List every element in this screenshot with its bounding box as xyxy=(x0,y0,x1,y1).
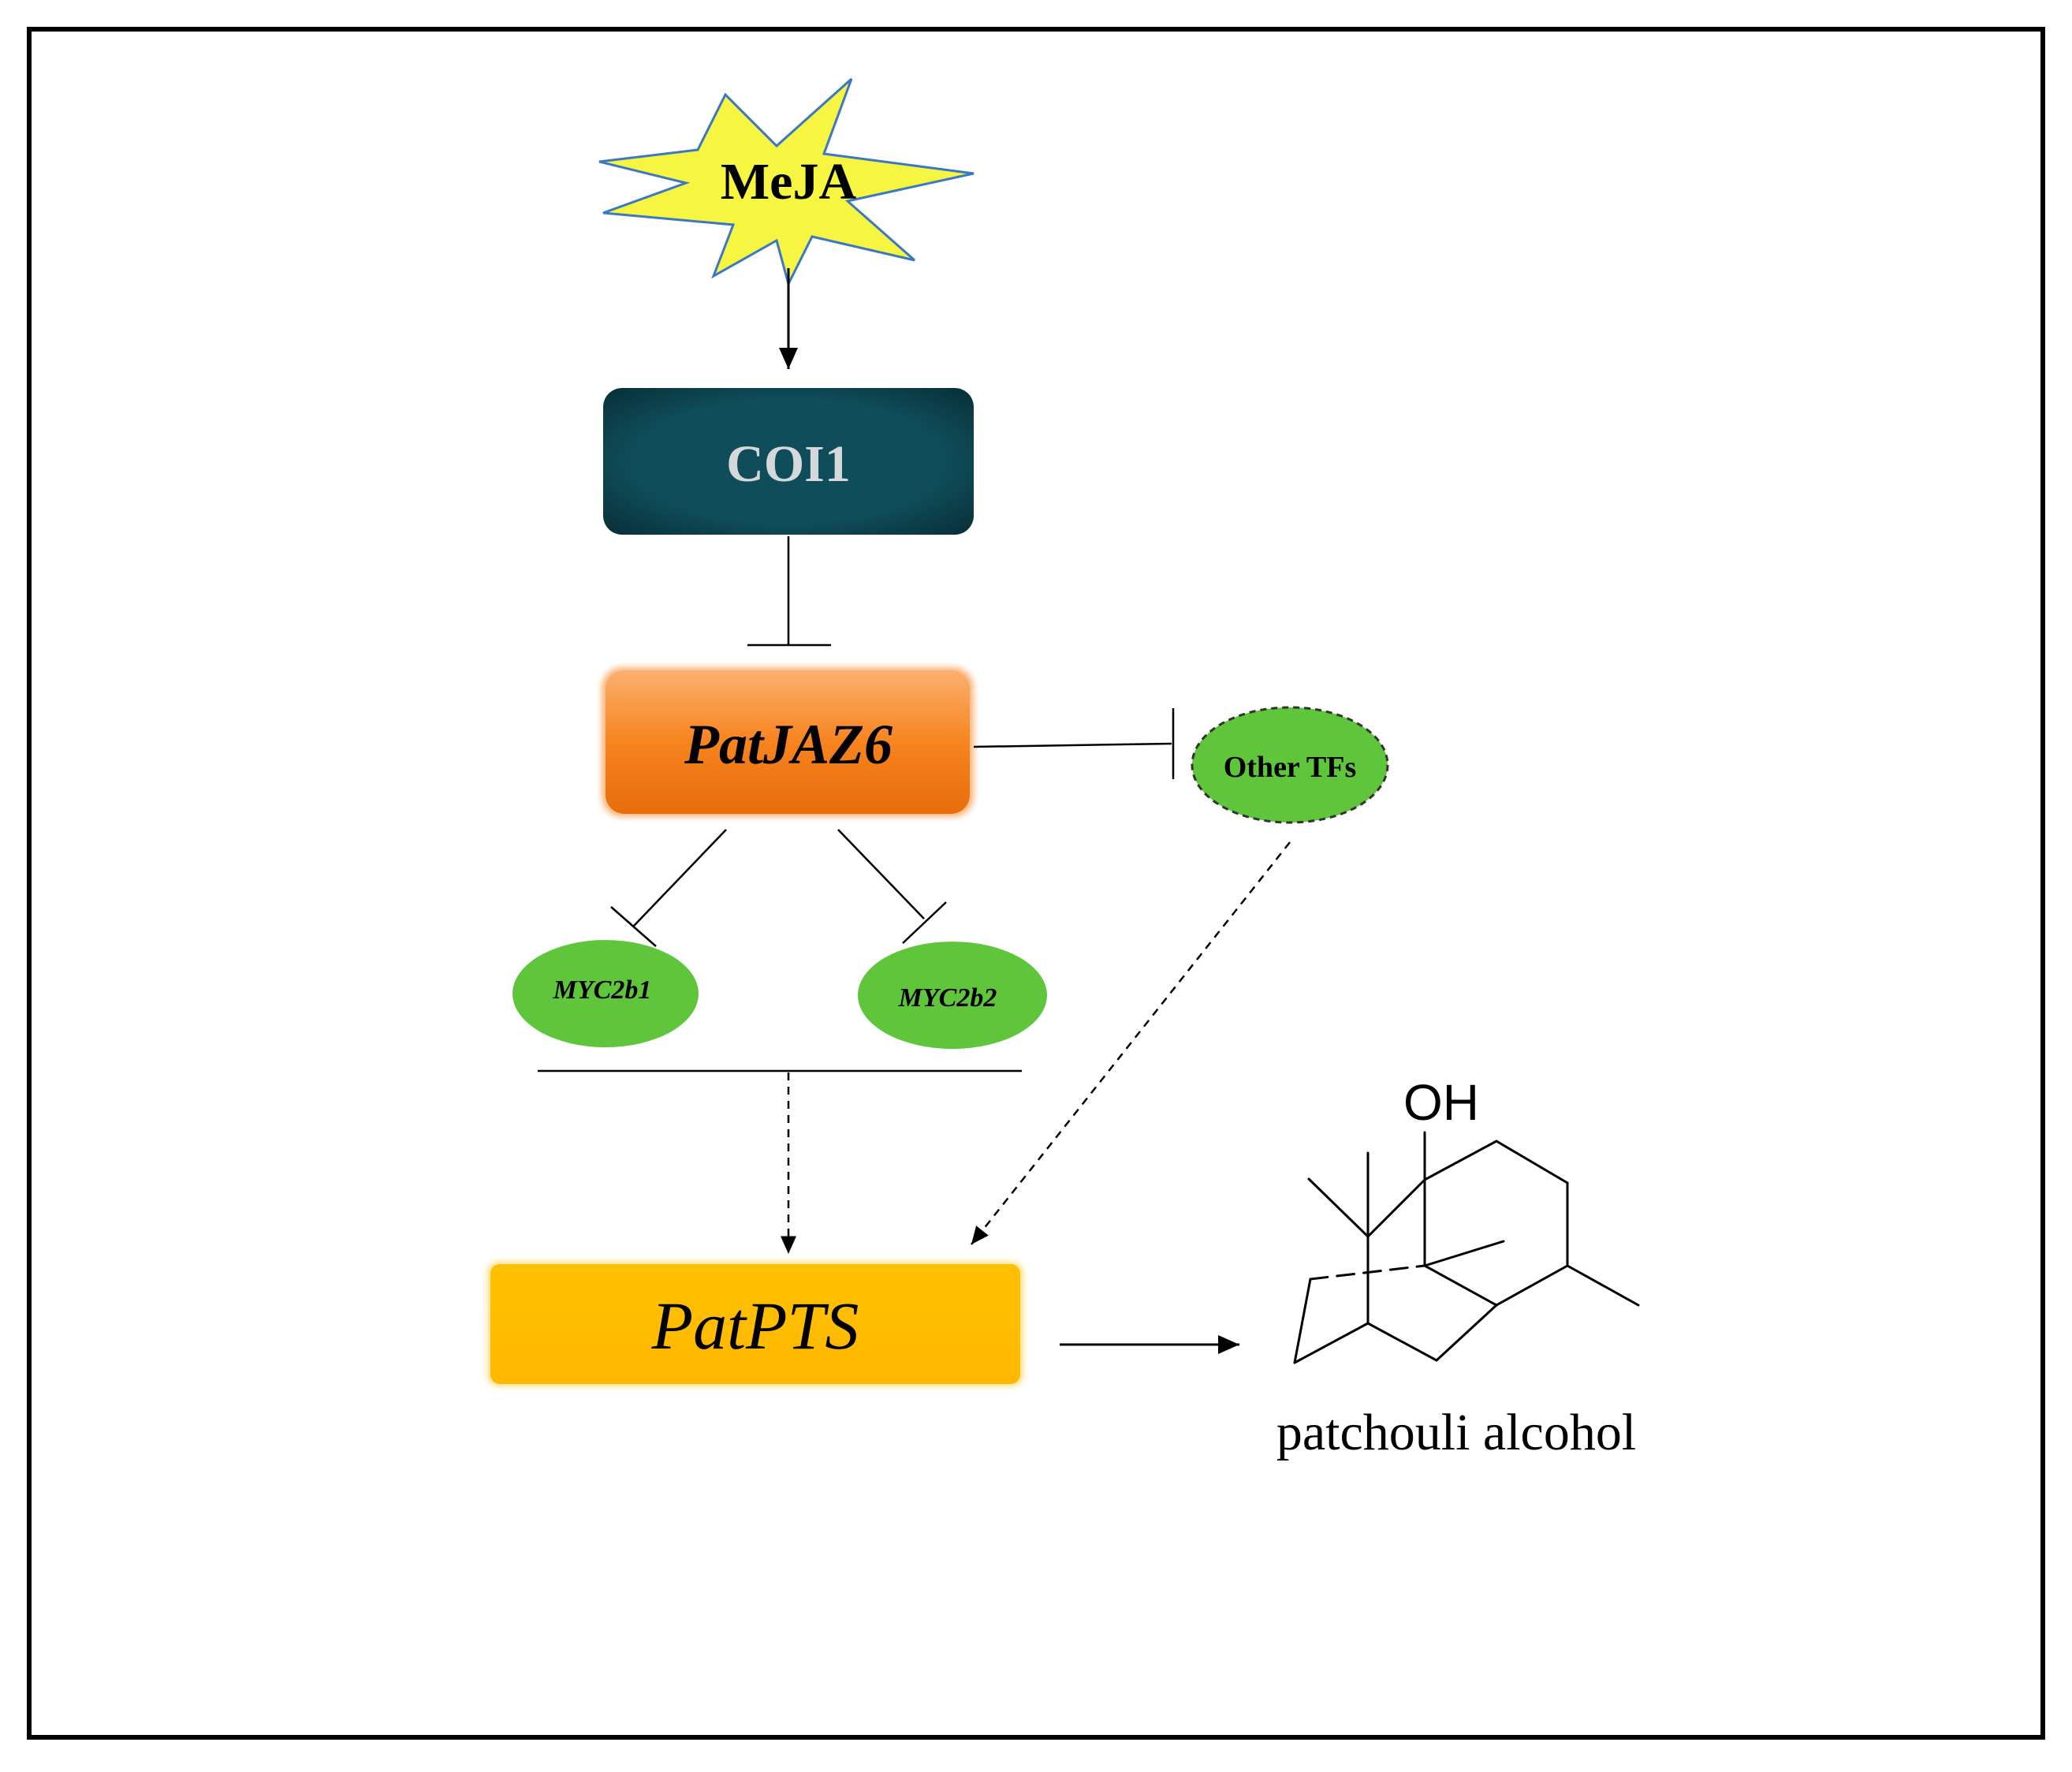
other-tfs-node: Other TFs xyxy=(1191,706,1389,824)
patjaz6-label: PatJAZ6 xyxy=(684,713,893,776)
edge-patjaz6-othertfs xyxy=(973,708,1175,779)
patpts-node: PatPTS xyxy=(487,1262,1023,1386)
edge-othertfs-patpts xyxy=(971,841,1291,1245)
hydroxyl-label: OH xyxy=(1403,1074,1479,1131)
figure-frame xyxy=(27,27,2045,1740)
myc2b2-label: MYC2b2 xyxy=(898,983,997,1013)
coi1-node: COI1 xyxy=(603,388,974,535)
meja-node: MeJA xyxy=(598,77,975,288)
edge-patjaz6-myc2b2 xyxy=(837,829,947,944)
patjaz6-node: PatJAZ6 xyxy=(602,667,974,817)
meja-label: MeJA xyxy=(721,153,857,211)
edge-coi1-patjaz6 xyxy=(747,536,831,647)
patpts-label: PatPTS xyxy=(651,1288,859,1364)
myc2b1-label: MYC2b1 xyxy=(553,976,652,1005)
coi1-label: COI1 xyxy=(726,435,851,493)
other-tfs-label: Other TFs xyxy=(1224,751,1357,784)
patchouli-alcohol-structure xyxy=(1293,1131,1640,1364)
myc2b2-node: MYC2b2 xyxy=(858,942,1047,1049)
product-label: patchouli alcohol xyxy=(1276,1404,1636,1461)
edge-patjaz6-myc2b1 xyxy=(610,829,727,947)
myc2b1-node: MYC2b1 xyxy=(512,940,699,1047)
